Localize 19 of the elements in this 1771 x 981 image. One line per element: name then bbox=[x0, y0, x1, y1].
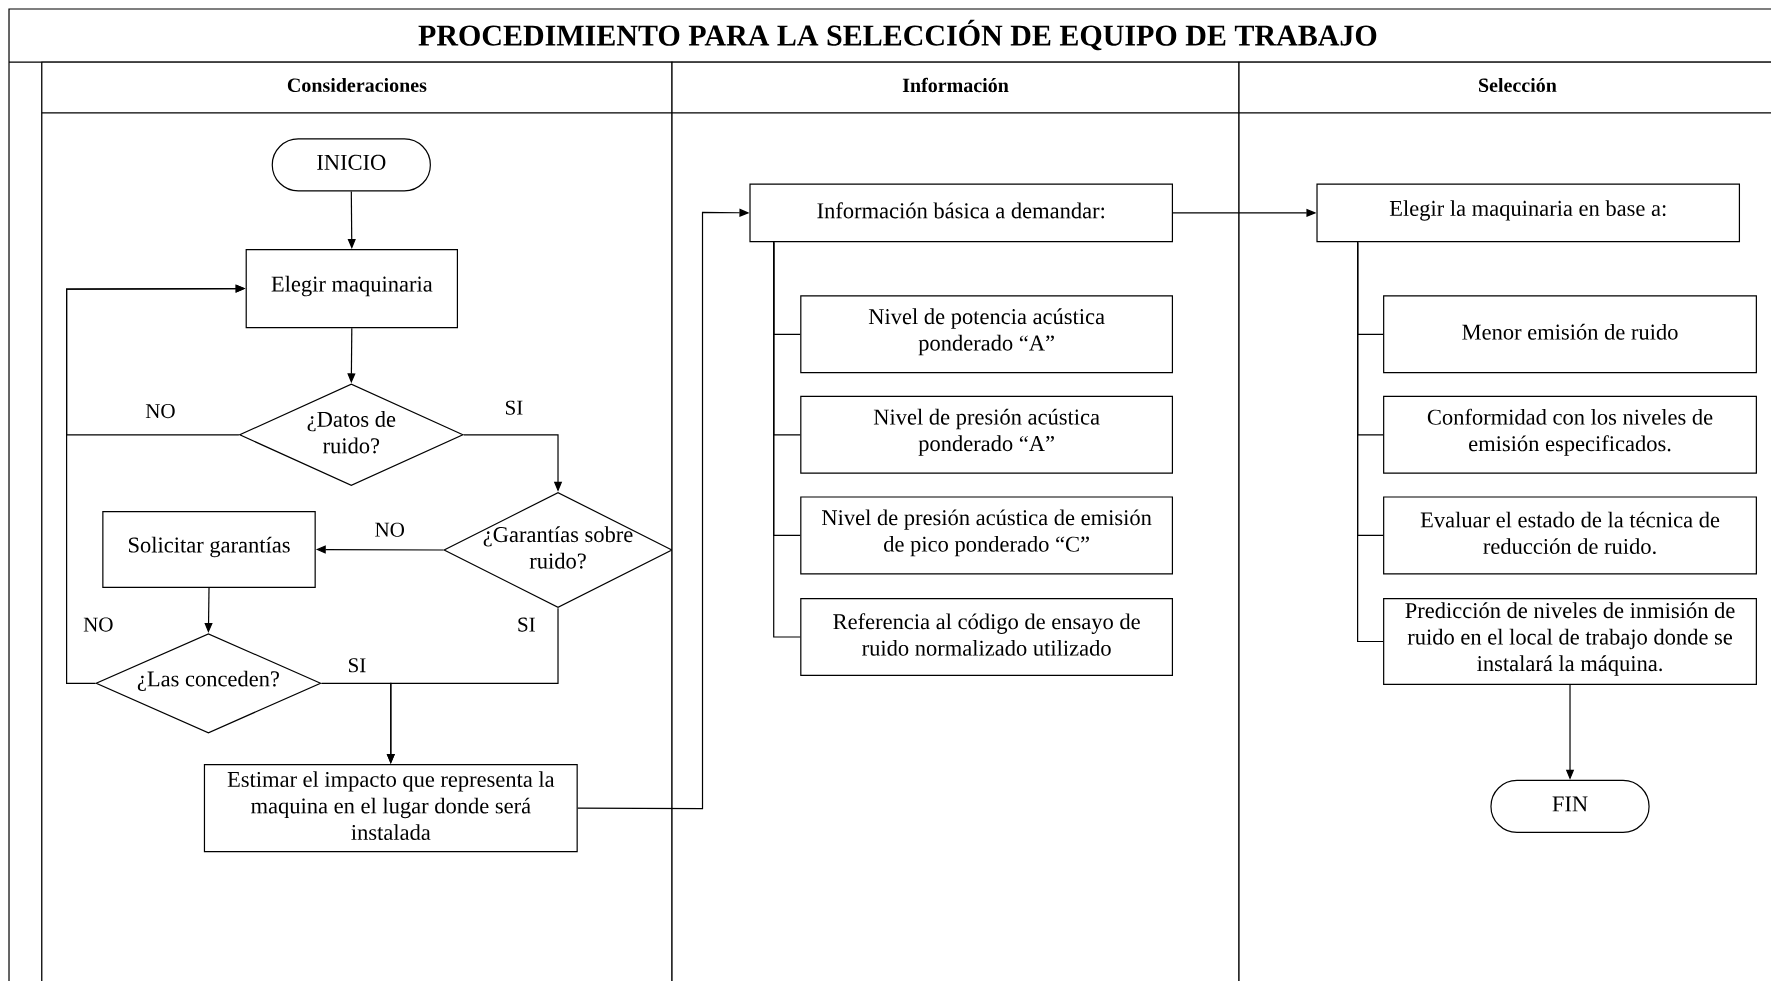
process-box: Nivel de potencia acústica ponderado “A” bbox=[800, 295, 1173, 374]
process-box: Nivel de presión acústica ponderado “A” bbox=[800, 395, 1173, 474]
process-box: Conformidad con los niveles de emisión especificados. bbox=[1383, 395, 1757, 474]
process-box: Nivel de presión acústica de emisión de pico ponderado “C” bbox=[800, 496, 1173, 575]
edge-label: SI bbox=[346, 657, 368, 674]
connector-line bbox=[1357, 241, 1384, 643]
process-box: Elegir maquinaria bbox=[245, 249, 458, 329]
process-box: Evaluar el estado de la técnica de reducción de ruido. bbox=[1383, 496, 1757, 575]
title: PROCEDIMIENTO PARA LA SELECCIÓN DE EQUIPO DE TRABAJO bbox=[418, 19, 1377, 51]
arrow bbox=[347, 190, 356, 249]
process-box: Estimar el impacto que representa la maquina en el lugar donde será instalada bbox=[203, 764, 578, 853]
process-box: Referencia al código de ensayo de ruido normalizado utilizado bbox=[800, 598, 1173, 676]
process-box: Información básica a demandar: bbox=[749, 183, 1173, 243]
process-box: Predicción de niveles de inmisión de ruido en el local de trabajo donde se instalará la máquina. bbox=[1383, 598, 1757, 685]
process-box: Elegir la maquinaria en base a: bbox=[1316, 183, 1740, 243]
process-box: Solicitar garantías bbox=[102, 511, 316, 588]
process-box: Menor emisión de ruido bbox=[1383, 295, 1757, 374]
connector-line bbox=[773, 241, 801, 638]
edge-label: NO bbox=[144, 403, 177, 420]
